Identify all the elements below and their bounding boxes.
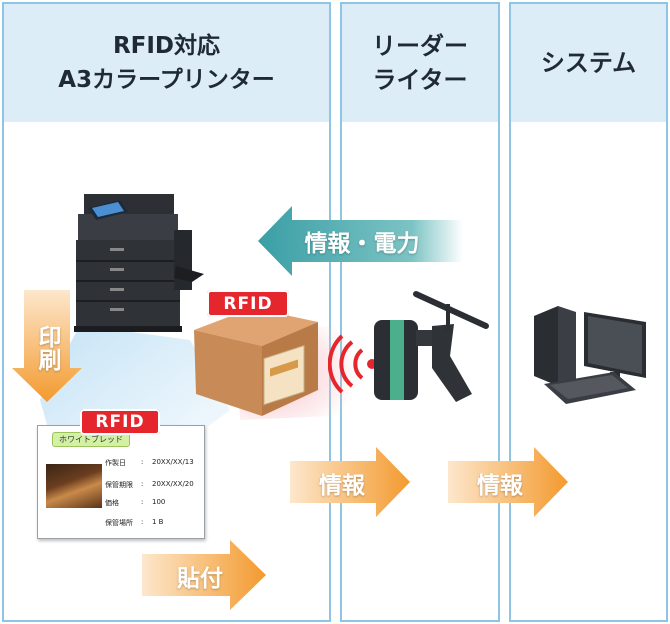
label-row: 価格 : 100 <box>105 498 166 507</box>
attach-arrow <box>142 540 266 610</box>
reader-title-line2: ライター <box>372 66 468 94</box>
label-rfid-badge: RFID <box>80 409 160 435</box>
printer-icon <box>74 194 204 332</box>
system-column: システム <box>509 2 668 622</box>
info-arrow-reader-label: 情報 <box>319 473 365 499</box>
power-arrow-label: 情報・電力 <box>304 231 420 257</box>
desktop-computer-icon <box>534 306 646 404</box>
label-row: 保管場所 : 1 B <box>105 518 164 527</box>
radio-wave-icon <box>328 334 377 394</box>
printer-title-line2: A3カラープリンター <box>58 67 275 93</box>
box-rfid-badge: RFID <box>207 290 289 317</box>
handheld-reader-icon <box>374 291 489 402</box>
product-label-card: ホワイトブレッド 作製日 : 20XX/XX/13 保管期限 : 20XX/XX… <box>37 425 205 539</box>
printer-column-header: RFID対応 A3カラープリンター <box>4 4 329 122</box>
print-arrow-label: 印刷 <box>34 325 60 371</box>
system-title: システム <box>540 49 637 77</box>
bread-photo <box>46 464 102 508</box>
info-arrow-system-label: 情報 <box>477 473 523 499</box>
system-column-header: システム <box>511 4 666 122</box>
attach-arrow-label: 貼付 <box>177 566 223 592</box>
reader-column-header: リーダー ライター <box>342 4 498 122</box>
print-arrow <box>12 290 82 402</box>
box-icon <box>194 308 318 416</box>
power-arrow <box>258 206 463 276</box>
reader-title-line1: リーダー <box>372 32 468 60</box>
label-row: 保管期限 : 20XX/XX/20 <box>105 480 194 489</box>
printer-title-line1: RFID対応 <box>112 33 221 59</box>
info-arrow-reader <box>290 447 410 517</box>
label-row: 作製日 : 20XX/XX/13 <box>105 458 194 467</box>
reader-column: リーダー ライター <box>340 2 500 622</box>
info-arrow-system <box>448 447 568 517</box>
